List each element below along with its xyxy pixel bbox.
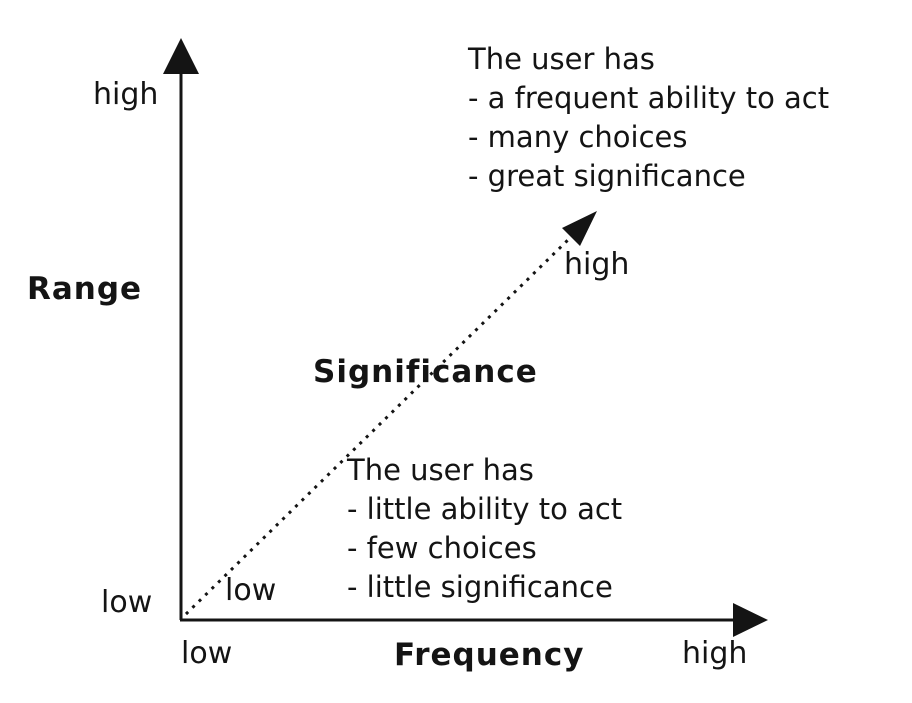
y-axis-low-tick: low — [101, 585, 153, 620]
annotation-low-end: The user has - little ability to act - f… — [347, 451, 622, 607]
y-axis-high-tick: high — [93, 77, 159, 112]
annotation-low-item: - little significance — [347, 570, 613, 604]
x-axis-title: Frequency — [394, 637, 585, 673]
significance-dotted-line — [184, 234, 574, 616]
annotation-high-end: The user has - a frequent ability to act… — [468, 40, 829, 196]
significance-high-tick: high — [564, 247, 630, 282]
annotation-high-item: - great significance — [468, 159, 746, 193]
significance-axis-title: Significance — [313, 354, 538, 390]
annotation-low-item: - few choices — [347, 531, 537, 565]
annotation-high-title: The user has — [468, 42, 655, 76]
annotation-high-item: - many choices — [468, 120, 688, 154]
annotation-low-title: The user has — [347, 453, 534, 487]
x-axis-high-tick: high — [682, 636, 748, 671]
x-axis-low-tick: low — [181, 636, 233, 671]
y-axis-arrowhead-icon — [163, 38, 199, 74]
significance-low-tick: low — [225, 573, 277, 608]
y-axis-title: Range — [27, 271, 143, 307]
annotation-high-item: - a frequent ability to act — [468, 81, 830, 115]
significance-arrowhead-icon — [562, 211, 597, 246]
x-axis-arrowhead-icon — [733, 603, 768, 637]
annotation-low-item: - little ability to act — [347, 492, 623, 526]
